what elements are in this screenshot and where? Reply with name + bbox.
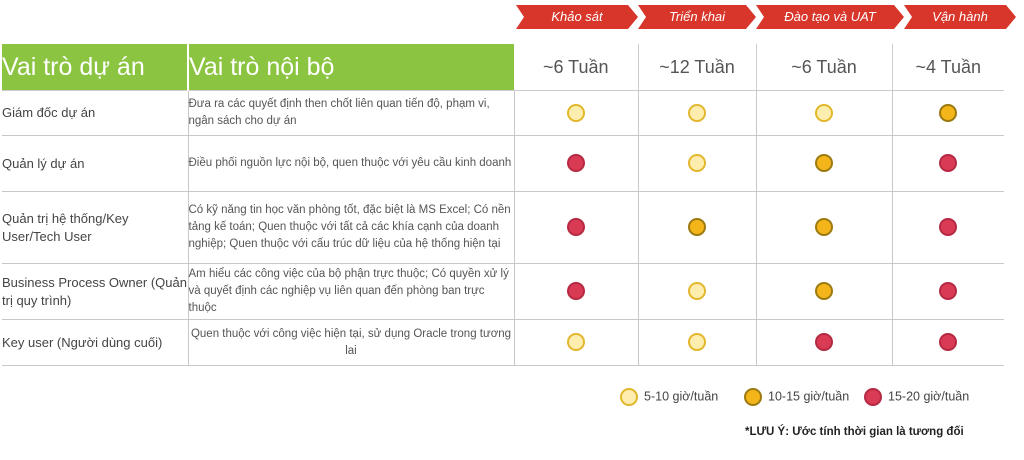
- duration-4: ~4 Tuần: [892, 44, 1004, 91]
- table-row: Key user (Người dùng cuối) Quen thuộc vớ…: [2, 319, 1004, 366]
- table-row: Business Process Owner (Quản trị quy trì…: [2, 263, 1004, 320]
- level-circle-icon: [864, 388, 882, 406]
- level-circle-icon: [939, 218, 958, 237]
- level-circle-icon: [688, 103, 706, 122]
- level-circle-icon: [688, 154, 706, 173]
- legend-label: 15-20 giờ/tuần: [888, 389, 970, 404]
- level-circle-icon: [567, 218, 585, 237]
- role-name: Key user (Người dùng cuối): [2, 319, 189, 366]
- duration-2: ~12 Tuần: [638, 44, 757, 91]
- level-circle-icon: [939, 154, 958, 173]
- duration-3: ~6 Tuần: [756, 44, 893, 91]
- role-name: Business Process Owner (Quản trị quy trì…: [2, 263, 189, 320]
- legend-item-low: 5-10 giờ/tuần: [620, 388, 718, 406]
- role-description: Quen thuộc với công việc hiện tại, sử dụ…: [187, 319, 515, 366]
- level-circle-icon: [939, 282, 958, 301]
- legend-item-mid: 10-15 giờ/tuần: [744, 388, 849, 406]
- phase-van-hanh: Vận hành: [904, 5, 1016, 29]
- level-circle-icon: [688, 218, 706, 237]
- header-row: Vai trò dự án Vai trò nội bộ ~6 Tuần ~12…: [2, 44, 1004, 91]
- role-name: Quản lý dự án: [2, 135, 189, 192]
- phase-arrows: Khảo sát Triển khai Đào tạo và UAT Vận h…: [516, 5, 1016, 29]
- level-circle-icon: [939, 333, 958, 352]
- header-internal-role: Vai trò nội bộ: [187, 44, 514, 91]
- duration-1: ~6 Tuần: [514, 44, 639, 91]
- level-circle-icon: [567, 154, 585, 173]
- phase-dao-tao-uat: Đào tạo và UAT: [756, 5, 904, 29]
- level-circle-icon: [744, 388, 762, 406]
- level-circle-icon: [567, 282, 585, 301]
- level-circle-icon: [567, 103, 585, 122]
- level-circle-icon: [939, 103, 958, 122]
- table-row: Quản lý dự án Điều phối nguồn lực nội bộ…: [2, 135, 1004, 192]
- phase-trien-khai: Triển khai: [638, 5, 756, 29]
- table-row: Quản trị hệ thống/Key User/Tech User Có …: [2, 191, 1004, 264]
- level-circle-icon: [815, 333, 833, 352]
- level-circle-icon: [688, 282, 706, 301]
- level-circle-icon: [815, 218, 833, 237]
- level-circle-icon: [620, 388, 638, 406]
- role-name: Quản trị hệ thống/Key User/Tech User: [2, 191, 189, 264]
- legend-label: 5-10 giờ/tuần: [644, 389, 719, 404]
- role-description: Đưa ra các quyết định then chốt liên qua…: [187, 90, 515, 136]
- level-circle-icon: [815, 282, 833, 301]
- table-row: Giám đốc dự án Đưa ra các quyết định the…: [2, 90, 1004, 136]
- level-circle-icon: [815, 103, 833, 122]
- level-circle-icon: [688, 333, 706, 352]
- level-circle-icon: [567, 333, 585, 352]
- role-description: Điều phối nguồn lực nội bộ, quen thuộc v…: [187, 135, 515, 192]
- level-circle-icon: [815, 154, 833, 173]
- role-time-table: Vai trò dự án Vai trò nội bộ ~6 Tuần ~12…: [2, 44, 1004, 366]
- legend-item-high: 15-20 giờ/tuần: [864, 388, 969, 406]
- role-description: Có kỹ năng tin học văn phòng tốt, đặc bi…: [187, 191, 515, 264]
- role-description: Am hiểu các công việc của bộ phận trực t…: [187, 263, 515, 320]
- time-note: *LƯU Ý: Ước tính thời gian là tương đối: [745, 426, 964, 438]
- legend-label: 10-15 giờ/tuần: [768, 389, 850, 404]
- header-project-role: Vai trò dự án: [2, 44, 188, 91]
- phase-khao-sat: Khảo sát: [516, 5, 638, 29]
- role-name: Giám đốc dự án: [2, 90, 189, 136]
